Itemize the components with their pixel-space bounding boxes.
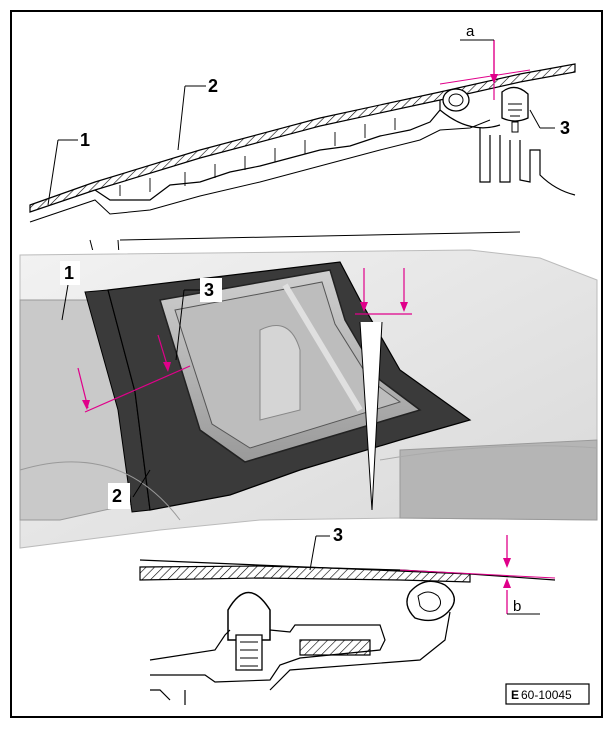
top-leader-2-drop	[177, 85, 186, 151]
reference-code-box: E 60-10045	[505, 683, 590, 705]
body-lower-line	[19, 461, 181, 521]
callout-top-a: a	[466, 23, 475, 40]
callout-mid-3: 3	[204, 280, 214, 300]
bottom-detail-outline	[139, 559, 561, 706]
bottom-leader-3-drop	[309, 535, 317, 571]
cabin-right-interior	[399, 439, 598, 521]
top-roof-skin	[29, 63, 576, 213]
callout-top-3: 3	[560, 118, 570, 138]
callout-bottom-b: b	[513, 598, 521, 615]
mid-callout-1-box	[60, 261, 80, 285]
top-under-ribs	[119, 118, 396, 196]
mid-dimension-right	[355, 268, 412, 315]
connector-top-right	[119, 231, 521, 241]
mid-dimension-left	[77, 334, 191, 413]
body-side-line	[379, 445, 598, 461]
bottom-right-seal	[406, 580, 455, 622]
reference-code: 60-10045	[521, 688, 572, 702]
callout-mid-1: 1	[64, 263, 74, 283]
bottom-section-detail: 3 b	[139, 525, 561, 706]
callout-top-1: 1	[80, 130, 90, 150]
top-lower-panel	[29, 119, 491, 223]
mid-callout-3-box	[200, 278, 222, 302]
bottom-hatched-block	[299, 639, 371, 656]
mid-callout-2-box	[108, 483, 130, 509]
reference-prefix: E	[511, 688, 519, 702]
top-leader-1-drop	[47, 139, 59, 206]
top-leader-3-drop	[529, 109, 541, 129]
top-detail-outline	[29, 39, 576, 237]
callout-bottom-3: 3	[333, 525, 343, 545]
bottom-dimension-b	[399, 535, 556, 615]
seat-silhouette	[259, 325, 301, 421]
connector-mid-right	[359, 321, 383, 511]
top-under-structure	[94, 100, 441, 201]
callout-top-2: 2	[208, 76, 218, 96]
mid-leader-3-drop	[175, 289, 185, 361]
bottom-clip-teeth	[240, 641, 258, 667]
mid-leader-2	[132, 469, 151, 498]
center-rail	[282, 283, 363, 412]
callout-mid-2: 2	[112, 486, 122, 506]
bottom-clip	[235, 634, 263, 671]
bottom-frame-lower	[150, 611, 451, 705]
top-section-detail: 1 2 3 a	[29, 23, 576, 237]
top-seal-clip	[439, 86, 576, 196]
top-dimension-a	[439, 39, 531, 100]
middle-roof-view: 1 2 3	[19, 249, 598, 549]
bottom-frame-profile	[149, 624, 386, 683]
bottom-right-seal-inner	[417, 591, 442, 612]
